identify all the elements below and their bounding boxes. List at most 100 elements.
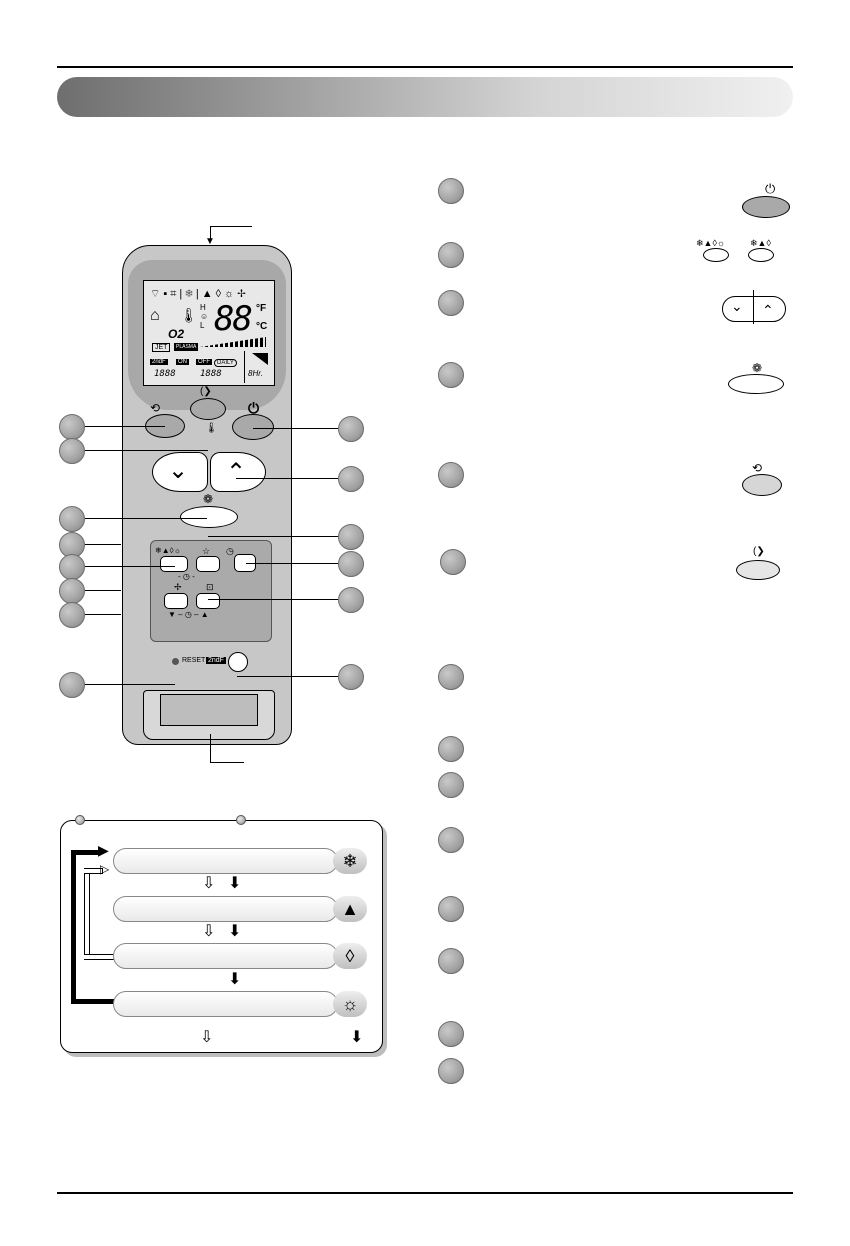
temp-up-button[interactable] bbox=[210, 452, 266, 492]
cancel-icon: ⊡ bbox=[206, 582, 214, 592]
fan-icon: ❁ bbox=[752, 361, 763, 375]
leader-line bbox=[237, 676, 338, 677]
step-badge bbox=[438, 736, 464, 762]
leader-line bbox=[85, 684, 175, 685]
lcd-time-off: 1888 bbox=[200, 369, 222, 379]
cycle-line-hollow bbox=[84, 872, 90, 958]
lcd-fan-l: L bbox=[200, 321, 205, 330]
chevron-up-icon: ⌃ bbox=[226, 459, 247, 486]
mode-bar-auto bbox=[113, 896, 338, 922]
lcd-fan-bar bbox=[200, 337, 266, 347]
fan-blade-icon: ✢ bbox=[174, 582, 182, 592]
cycle-line bbox=[71, 999, 115, 1004]
lcd-hours: 8Hr. bbox=[248, 369, 263, 378]
power-icon: ⏻ bbox=[248, 400, 260, 416]
arrow-down-solid-icon: ⬇ bbox=[228, 971, 242, 988]
cycle-line bbox=[71, 850, 76, 1004]
callout-badge bbox=[59, 672, 85, 698]
callout-badge bbox=[59, 602, 85, 628]
step-badge bbox=[438, 1021, 464, 1047]
reset-label: RESET bbox=[182, 657, 206, 664]
cycle-line bbox=[71, 850, 101, 855]
arrow-down-solid-icon: ⬇ bbox=[228, 875, 242, 892]
star-icon: ☆ bbox=[202, 546, 211, 556]
arrow-down-outline-icon: ⇩ bbox=[202, 875, 216, 892]
leader-line bbox=[85, 426, 165, 427]
step-badge bbox=[438, 242, 464, 268]
swing-button-illustration bbox=[742, 474, 782, 496]
lcd-unit-f: °F bbox=[256, 303, 267, 314]
lcd-unit-c: °C bbox=[256, 321, 268, 332]
fan-icon: ❁ bbox=[203, 492, 214, 506]
step-badge bbox=[438, 896, 464, 922]
second-f-button[interactable] bbox=[228, 652, 248, 672]
lcd-second-f: 2ndF bbox=[150, 359, 168, 365]
lcd-daily: DAILY bbox=[214, 359, 237, 367]
swing-icon: ⟲ bbox=[150, 401, 161, 415]
arrow-down-solid-icon: ⬇ bbox=[228, 923, 242, 940]
timer-set-icon: - ◷ - bbox=[178, 572, 195, 581]
lcd-on: ON bbox=[176, 359, 189, 365]
signal-arrow-icon: ▼ bbox=[205, 236, 215, 247]
callout-badge bbox=[338, 551, 364, 577]
step-badge bbox=[438, 362, 464, 388]
callout-badge bbox=[338, 587, 364, 613]
arrow-down-outline-icon: ⇩ bbox=[202, 923, 216, 940]
leader-line bbox=[246, 563, 338, 564]
mode-bar-cool bbox=[113, 848, 338, 874]
step-badge bbox=[438, 290, 464, 316]
leader-line bbox=[85, 566, 175, 567]
lcd-status-icons: ⌔▪⌗|❄|▲◊☼✢ bbox=[150, 288, 249, 300]
time-up-button[interactable] bbox=[196, 593, 220, 609]
lcd-time-on: 1888 bbox=[154, 369, 176, 379]
sleep-button[interactable] bbox=[196, 556, 220, 572]
mode-button[interactable] bbox=[160, 556, 188, 572]
callout-badge bbox=[338, 416, 364, 442]
reset-dot[interactable] bbox=[172, 658, 179, 665]
arrow-down-outline-icon: ⇩ bbox=[200, 1029, 214, 1046]
snowflake-icon: ❄ bbox=[333, 848, 367, 874]
lcd-o2: O2 bbox=[168, 327, 185, 341]
leader-line bbox=[85, 518, 207, 519]
auto-icon: ▲ bbox=[333, 896, 367, 922]
bottom-rule bbox=[57, 1192, 793, 1194]
remote-cover-window bbox=[160, 694, 258, 726]
chevron-up-icon: ⌃ bbox=[762, 302, 774, 318]
jet-button[interactable] bbox=[190, 398, 226, 420]
mode-bar-dry bbox=[113, 943, 338, 969]
power-button[interactable] bbox=[232, 414, 274, 440]
fan-speed-button[interactable] bbox=[180, 506, 238, 528]
leader-line bbox=[85, 614, 121, 615]
power-button-illustration bbox=[742, 196, 790, 218]
mode-bar-heat bbox=[113, 991, 338, 1017]
leader-line bbox=[210, 734, 211, 762]
lcd-fan-levels: H☺L bbox=[200, 303, 209, 330]
mode-icons: ❄▲◊☼ bbox=[155, 546, 181, 555]
callout-badge bbox=[59, 554, 85, 580]
lcd-display: ⌔▪⌗|❄|▲◊☼✢ ⌂ 🌡︎ H☺L 88 °F °C O2 JET PLAS… bbox=[143, 280, 275, 386]
callout-badge bbox=[59, 438, 85, 464]
leader-line bbox=[210, 762, 244, 763]
leader-line bbox=[210, 226, 211, 240]
chevron-down-icon: ⌄ bbox=[731, 298, 743, 314]
callout-badge bbox=[338, 524, 364, 550]
power-icon: ⏻ bbox=[765, 181, 776, 196]
step-badge bbox=[438, 462, 464, 488]
callout-badge bbox=[338, 664, 364, 690]
temp-down-button[interactable] bbox=[152, 452, 208, 492]
step-badge bbox=[438, 772, 464, 798]
arrow-right-icon: ▶ bbox=[98, 842, 109, 858]
temp-buttons-illustration bbox=[722, 296, 786, 322]
jet-button-illustration bbox=[736, 560, 780, 580]
step-badge bbox=[438, 178, 464, 204]
arrow-right-outline-icon: ▷ bbox=[100, 862, 110, 876]
leader-line bbox=[208, 599, 338, 600]
legend-dot bbox=[75, 815, 85, 825]
time-down-button[interactable] bbox=[164, 593, 188, 609]
callout-badge bbox=[59, 414, 85, 440]
thermometer-icon: 🌡︎ bbox=[180, 307, 198, 323]
leader-line bbox=[85, 544, 121, 545]
callout-badge bbox=[59, 506, 85, 532]
step-badge bbox=[438, 827, 464, 853]
leader-line bbox=[208, 536, 338, 537]
